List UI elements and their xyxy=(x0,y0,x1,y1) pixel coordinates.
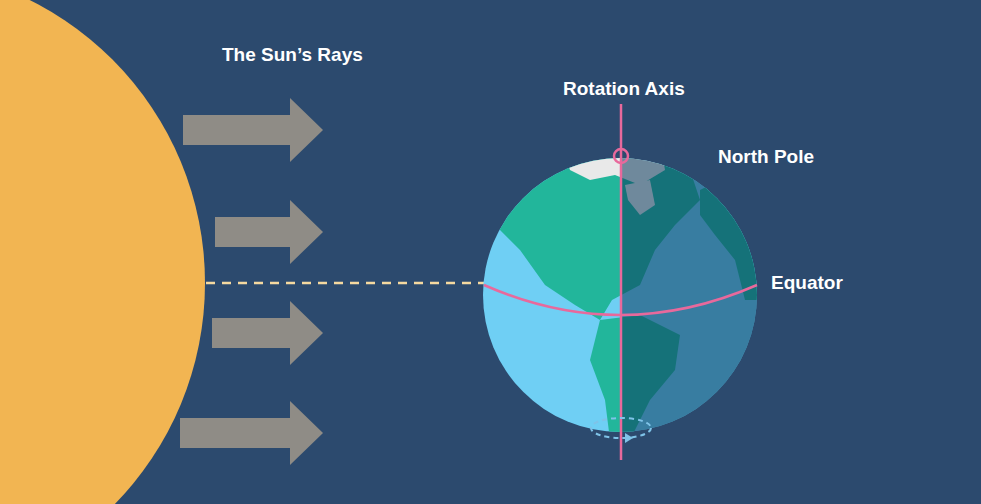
ray-arrow xyxy=(212,301,323,365)
sun-line xyxy=(206,282,484,285)
rotation-arrow xyxy=(591,418,651,438)
rotation-axis xyxy=(620,104,623,460)
ray-arrow xyxy=(215,200,323,264)
sun-rays xyxy=(180,98,323,465)
pole-marker xyxy=(614,149,628,163)
sun xyxy=(0,0,205,504)
label: The Sun’s Rays xyxy=(222,44,363,66)
label: Equator xyxy=(771,272,843,294)
ray-arrow xyxy=(183,98,323,162)
label: North Pole xyxy=(718,146,814,168)
night-side xyxy=(621,150,771,450)
rotation-arrowhead xyxy=(625,433,633,443)
equator-line xyxy=(484,285,757,315)
ray-arrow xyxy=(180,401,323,465)
label: Rotation Axis xyxy=(563,78,685,100)
